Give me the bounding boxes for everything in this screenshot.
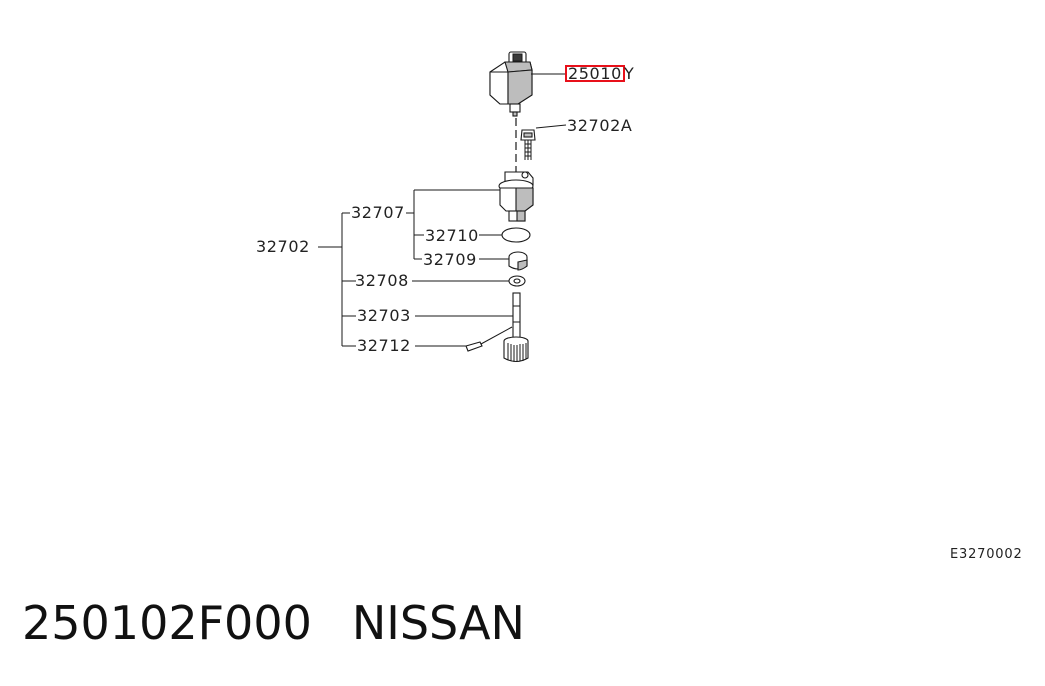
leader-lines [318,189,513,347]
label-32702[interactable]: 32702 [256,237,310,256]
label-25010[interactable]: 25010 [568,64,622,83]
label-32712[interactable]: 32712 [357,336,411,355]
o-ring-32710[interactable] [501,227,531,243]
label-32707[interactable]: 32707 [351,203,405,222]
label-32708[interactable]: 32708 [355,271,409,290]
seal-32709[interactable] [508,251,528,271]
label-32710[interactable]: 32710 [425,226,479,245]
washer-32708[interactable] [508,275,526,287]
pin-32712[interactable] [465,326,513,352]
bolt-32702A[interactable] [520,129,536,160]
part-caption: 250102F000 NISSAN [22,596,525,650]
label-25010-suffix: Y [623,64,634,83]
gear-32703[interactable] [503,292,529,363]
sleeve-32707[interactable] [498,171,534,222]
label-32702A[interactable]: 32702A [567,116,632,135]
label-32703[interactable]: 32703 [357,306,411,325]
part-number: 250102F000 [22,596,312,650]
speed-sensor-25010[interactable] [489,51,533,117]
figure-code: E3270002 [950,547,1023,562]
brand-name: NISSAN [351,596,525,650]
label-32709[interactable]: 32709 [423,250,477,269]
highlight-box [565,65,625,82]
